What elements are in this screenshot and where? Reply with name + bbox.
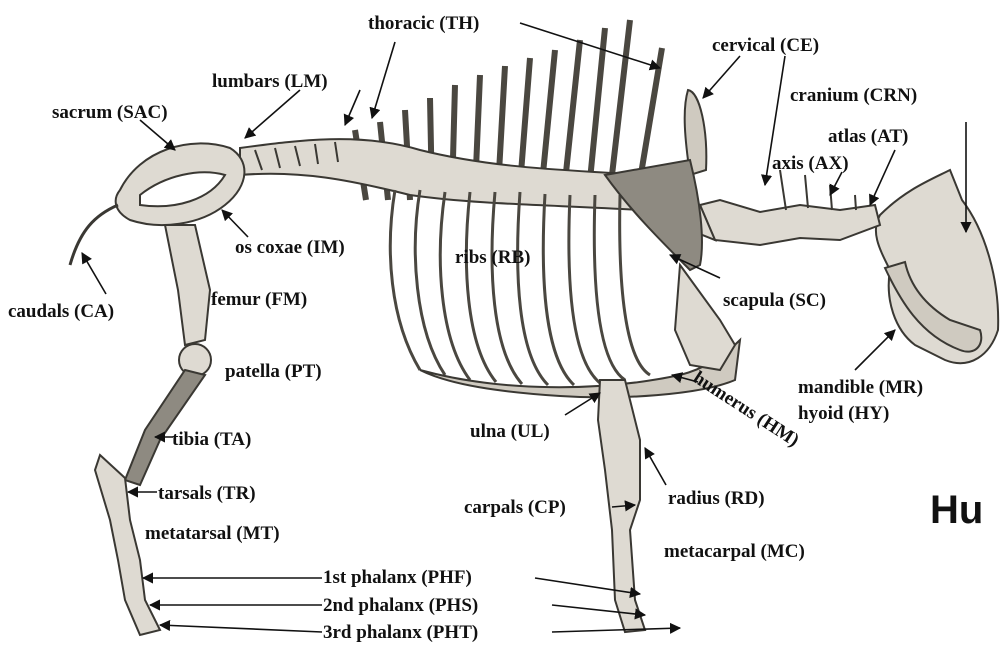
leader-os-coxae	[222, 210, 248, 237]
leader-cervical	[703, 56, 740, 98]
leader-mandible	[855, 330, 895, 370]
label-metatarsal: metatarsal (MT)	[145, 524, 280, 543]
label-patella: patella (PT)	[225, 362, 322, 381]
rib-cage	[390, 190, 650, 385]
label-carpals: carpals (CP)	[464, 498, 566, 517]
label-phalanx1: 1st phalanx (PHF)	[323, 568, 472, 587]
label-cranium: cranium (CRN)	[790, 86, 917, 105]
label-mandible: mandible (MR)	[798, 378, 923, 397]
label-tibia: tibia (TA)	[172, 430, 251, 449]
label-hyoid: hyoid (HY)	[798, 404, 889, 423]
label-ulna: ulna (UL)	[470, 422, 550, 441]
label-phalanx2: 2nd phalanx (PHS)	[323, 596, 478, 615]
leader-sacrum	[140, 120, 175, 150]
label-phalanx3: 3rd phalanx (PHT)	[323, 623, 478, 642]
hind-foot-bones	[95, 455, 160, 635]
label-radius: radius (RD)	[668, 489, 765, 508]
label-thoracic: thoracic (TH)	[368, 14, 479, 33]
label-axis: axis (AX)	[772, 154, 849, 173]
femur-bone	[165, 225, 210, 345]
leader-lumbars	[245, 90, 300, 138]
label-lumbars: lumbars (LM)	[212, 72, 328, 91]
tibia-bone	[125, 370, 205, 485]
leader-thoracic	[520, 23, 660, 68]
leader-pht-left	[160, 625, 322, 632]
label-tarsals: tarsals (TR)	[158, 484, 256, 503]
leader-lumbars2	[345, 90, 360, 125]
label-metacarpal: metacarpal (MC)	[664, 542, 805, 561]
humerus-bone	[675, 265, 735, 370]
label-ribs: ribs (RB)	[455, 248, 530, 267]
caudal-bones	[70, 205, 118, 265]
cervical-bones	[700, 200, 880, 245]
leader-thoracic2	[372, 42, 395, 118]
leader-axis	[830, 172, 842, 195]
title-fragment: Hu	[930, 490, 983, 530]
leader-pht-right	[552, 628, 680, 632]
label-sacrum: sacrum (SAC)	[52, 103, 168, 122]
label-caudals: caudals (CA)	[8, 302, 114, 321]
label-scapula: scapula (SC)	[723, 291, 826, 310]
leader-caudals	[82, 253, 106, 294]
label-os-coxae: os coxae (IM)	[235, 238, 345, 257]
leader-atlas	[870, 150, 895, 205]
label-atlas: atlas (AT)	[828, 127, 908, 146]
label-cervical: cervical (CE)	[712, 36, 819, 55]
label-femur: femur (FM)	[211, 290, 307, 309]
leader-radius	[645, 448, 666, 485]
